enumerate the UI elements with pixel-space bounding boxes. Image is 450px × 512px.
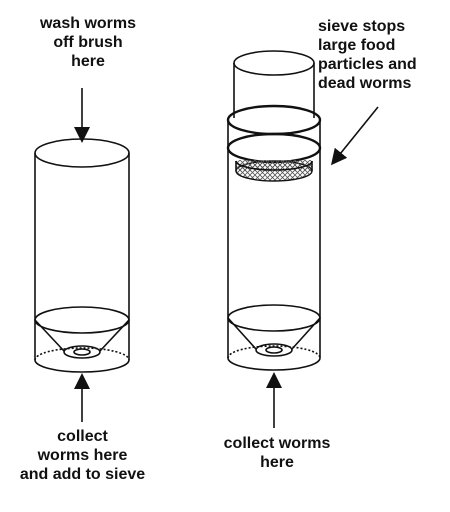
right-tube-bottom-back [227,345,321,359]
right-collar-upper [226,104,322,136]
collect-right-label: collect worms here [223,435,331,471]
sieve-arrow [330,106,379,166]
left-funnel-outlet [63,345,101,359]
collect-left-label: collect worms here and add to sieve [19,428,146,483]
sieve-label: sieve stops large food particles and dea… [318,18,417,92]
left-tube-top-rim [34,138,130,168]
right-funnel-outlet [255,343,293,357]
right-funnel-rim [227,304,321,332]
right-top-rim [233,50,315,76]
right-collar-lower [226,132,322,164]
right-funnel-hole [265,346,283,354]
right-tube [226,50,322,371]
wash-label: wash worms off brush here [39,15,137,70]
left-funnel-rim [34,306,130,334]
sieve-mesh-band [236,160,312,171]
sieve-mesh-top-edge [235,160,313,171]
left-funnel-hole [73,348,91,356]
left-tube [34,138,130,373]
left-tube-bottom-back [34,347,130,361]
right-funnel-cone [227,317,321,350]
left-funnel-cone [34,319,130,352]
right-tube-bottom [227,357,321,371]
left-tube-bottom [34,359,130,373]
